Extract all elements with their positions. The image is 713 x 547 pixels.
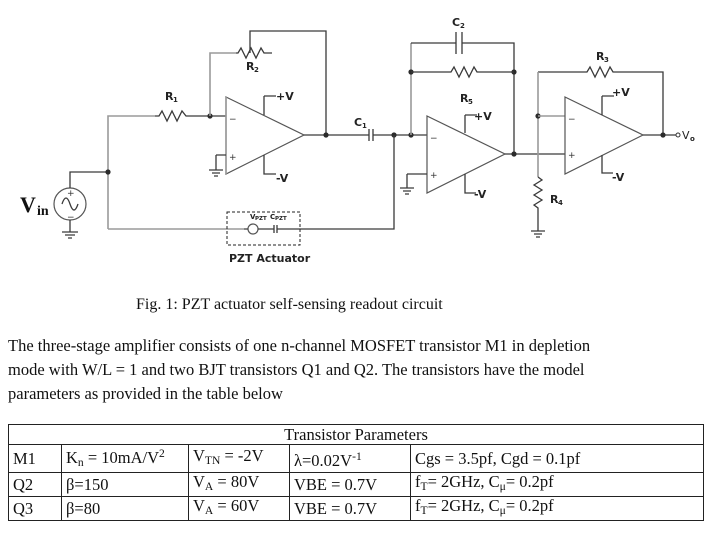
ground-icon (400, 187, 414, 195)
vin-label-sub: in (37, 204, 49, 219)
table-row: Q3 β=80 VA = 60V VBE = 0.7V fT= 2GHz, Cμ… (8, 496, 704, 521)
vin-source: + − V in (20, 171, 108, 239)
opamp2-inverting: − (430, 134, 438, 144)
cpzt-label-sub: PZT (275, 216, 287, 222)
r3-label: R (596, 50, 605, 63)
c2-label: C (452, 16, 460, 29)
capacitor-c1: C 1 (354, 116, 395, 141)
vpzt-label-sub: PZT (255, 216, 267, 222)
vin-label: V (20, 192, 36, 217)
paragraph-line: mode with W/L = 1 and two BJT transistor… (8, 360, 585, 379)
transistor-parameters-table: Transistor Parameters M1 Kn = 10mA/V2 VT… (8, 424, 704, 521)
resistor-r3: R 3 (585, 50, 664, 135)
opamp1-vminus: -V (276, 172, 289, 185)
opamp2-vminus: -V (474, 188, 487, 201)
r4-label: R (550, 193, 559, 206)
param-cell: β=80 (61, 496, 189, 521)
param-cell: VBE = 0.7V (289, 472, 411, 497)
junction-dot (323, 132, 329, 138)
param-cell: VTN = -2V (188, 444, 290, 473)
circuit-diagram: + − V in R 1 R 2 − + +V -V (20, 16, 695, 265)
param-cell: VA = 60V (188, 496, 290, 521)
cpzt-label: C (270, 213, 275, 221)
ground-icon (62, 231, 78, 239)
opamp-2: − + +V -V (400, 110, 507, 201)
resistor-r5: R 5 (411, 65, 514, 106)
r2-label: R (246, 60, 255, 73)
table-title: Transistor Parameters (8, 424, 704, 445)
output-terminal-icon (675, 132, 681, 138)
param-cell: Cgs = 3.5pf, Cgd = 0.1pf (410, 444, 704, 473)
capacitor-c2: C 2 (452, 16, 465, 54)
opamp1-noninverting: + (229, 153, 237, 163)
device-cell: M1 (8, 444, 62, 473)
c1-label-sub: 1 (362, 122, 367, 130)
r5-label: R (460, 92, 469, 105)
r1-label: R (165, 90, 174, 103)
opamp1-inverting: − (229, 115, 237, 125)
param-cell: λ=0.02V-1 (289, 444, 411, 473)
param-cell: Kn = 10mA/V2 (61, 444, 189, 473)
r2-label-sub: 2 (254, 66, 259, 74)
opamp3-vplus: +V (612, 86, 630, 99)
ground-icon (209, 169, 223, 177)
table-row: Q2 β=150 VA = 80V VBE = 0.7V fT= 2GHz, C… (8, 472, 704, 497)
opamp2-vplus: +V (474, 110, 492, 123)
r5-label-sub: 5 (468, 98, 473, 106)
opamp1-vplus: +V (276, 90, 294, 103)
vpzt-label: V (250, 213, 256, 221)
vo-label-sub: o (690, 135, 695, 143)
paragraph-line: parameters as provided in the table belo… (8, 384, 283, 403)
device-cell: Q3 (8, 496, 62, 521)
description-paragraph: The three-stage amplifier consists of on… (8, 334, 708, 406)
r1-label-sub: 1 (173, 96, 178, 104)
opamp2-noninverting: + (430, 171, 438, 181)
opamp-1: − + +V -V (209, 90, 306, 185)
param-cell: fT= 2GHz, Cμ= 0.2pf (410, 496, 704, 521)
source-plus-sign: + (67, 189, 75, 199)
junction-dot (511, 151, 517, 157)
r4-label-sub: 4 (558, 199, 563, 207)
device-cell: Q2 (8, 472, 62, 497)
c2-label-sub: 2 (460, 22, 465, 30)
opamp3-inverting: − (568, 115, 576, 125)
c1-label: C (354, 116, 362, 129)
table-row: M1 Kn = 10mA/V2 VTN = -2V λ=0.02V-1 Cgs … (8, 444, 704, 473)
resistor-r4: R 4 (531, 176, 563, 238)
pzt-actuator-label: PZT Actuator (229, 252, 311, 265)
param-cell: β=150 (61, 472, 189, 497)
param-cell: fT= 2GHz, Cμ= 0.2pf (410, 472, 704, 497)
param-cell: VA = 80V (188, 472, 290, 497)
junction-dot (660, 132, 666, 138)
vo-label: V (682, 129, 690, 142)
paragraph-line: The three-stage amplifier consists of on… (8, 336, 591, 355)
source-minus-sign: − (67, 213, 75, 223)
r3-label-sub: 3 (604, 56, 609, 64)
table-title-row: Transistor Parameters (8, 424, 704, 445)
param-cell: VBE = 0.7V (289, 496, 411, 521)
junction-dot (105, 169, 111, 175)
resistor-r1: R 1 (155, 90, 190, 123)
figure-caption: Fig. 1: PZT actuator self-sensing readou… (136, 296, 443, 313)
resistor-r2: R 2 (236, 46, 272, 74)
ground-icon (531, 230, 545, 238)
pzt-actuator: V PZT C PZT PZT Actuator (226, 211, 311, 265)
pzt-dashed-box (226, 211, 301, 246)
ac-source-icon (247, 223, 259, 235)
opamp-3: − + +V -V (564, 86, 645, 184)
opamp3-vminus: -V (612, 171, 625, 184)
opamp3-noninverting: + (568, 151, 576, 161)
